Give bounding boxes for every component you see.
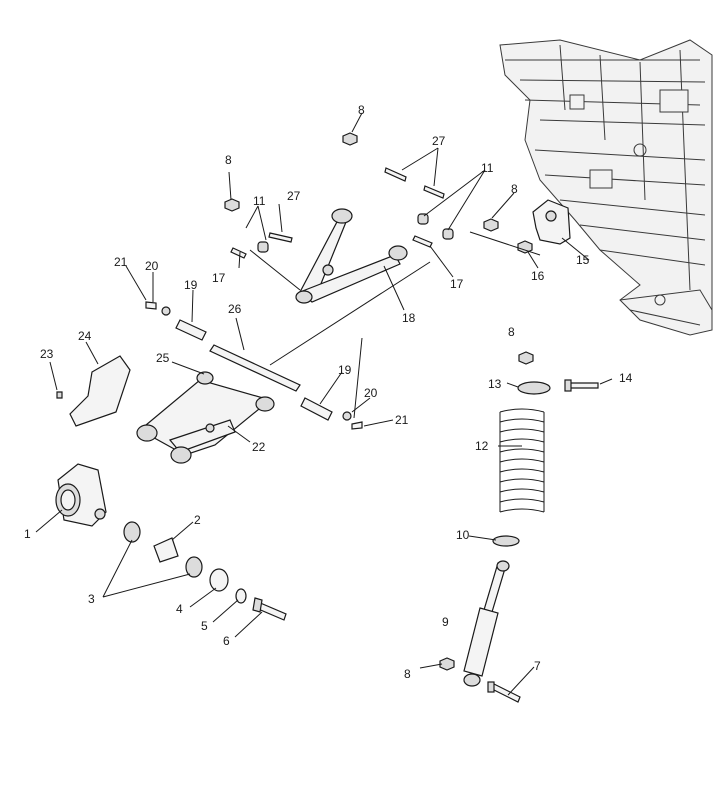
callout-25: 25 — [156, 351, 170, 365]
callout-27-right: 27 — [432, 134, 446, 148]
part-4-washer — [209, 568, 229, 592]
part-14-bolt — [564, 379, 599, 392]
callout-7: 7 — [534, 659, 541, 673]
callout-19-right: 19 — [338, 363, 352, 377]
callout-2: 2 — [194, 513, 201, 527]
callout-9: 9 — [442, 615, 449, 629]
callout-16: 16 — [531, 269, 545, 283]
part-22-lower-a-arm — [136, 371, 275, 464]
part-24-guard — [69, 355, 131, 427]
callout-20-right: 20 — [364, 386, 378, 400]
callout-11-right: 11 — [481, 161, 494, 175]
part-8-nut-shock-top — [518, 351, 534, 365]
callout-20-left: 20 — [145, 259, 159, 273]
part-1-knuckle — [55, 463, 107, 527]
callout-13: 13 — [488, 377, 502, 391]
callout-15: 15 — [576, 253, 590, 267]
vehicle-frame — [499, 39, 713, 336]
part-21-bolts — [145, 301, 363, 430]
callout-11-left: 11 — [253, 194, 266, 208]
callout-4: 4 — [176, 602, 183, 616]
callout-21-right: 21 — [395, 413, 409, 427]
part-19-sleeves — [175, 319, 333, 421]
part-3-bushings — [123, 521, 203, 578]
part-5-washer — [235, 588, 247, 604]
part-12-spring — [499, 408, 545, 513]
callout-18: 18 — [402, 311, 416, 325]
part-16-nut — [517, 240, 533, 254]
callout-26: 26 — [228, 302, 242, 316]
callout-19-left: 19 — [184, 278, 198, 292]
part-18-upper-a-arm — [295, 208, 408, 304]
callout-1: 1 — [24, 527, 31, 541]
part-8-nut-shock-bottom — [439, 657, 455, 671]
part-9-shock-body — [463, 560, 510, 687]
callout-6: 6 — [223, 634, 230, 648]
part-11-bushings — [257, 213, 454, 253]
callout-24: 24 — [78, 329, 92, 343]
callout-5: 5 — [201, 619, 208, 633]
callout-labels: 1 2 3 4 5 6 7 8 8 8 8 8 9 10 11 11 12 13… — [24, 103, 633, 681]
callout-8-shock-top: 8 — [508, 325, 515, 339]
part-17-pins — [230, 235, 433, 259]
part-8-nuts-top — [224, 132, 358, 212]
callout-23: 23 — [40, 347, 54, 361]
callout-8-shock-bottom: 8 — [404, 667, 411, 681]
callout-8-right: 8 — [511, 182, 518, 196]
callout-17-left: 17 — [212, 271, 226, 285]
part-15-bracket — [532, 199, 571, 245]
part-2-sleeve — [153, 537, 179, 563]
callout-14: 14 — [619, 371, 633, 385]
part-23-screw — [56, 391, 63, 399]
part-20-washers — [161, 306, 352, 421]
part-6-bolt — [252, 597, 287, 621]
callout-8-top-left: 8 — [225, 153, 232, 167]
callout-12: 12 — [475, 439, 489, 453]
callout-22: 22 — [252, 440, 266, 454]
callout-17-right: 17 — [450, 277, 464, 291]
callout-3: 3 — [88, 592, 95, 606]
callout-27-left: 27 — [287, 189, 301, 203]
callout-8-top-center: 8 — [358, 103, 365, 117]
part-8-nut-d — [483, 218, 499, 232]
part-27-bolts — [268, 167, 445, 243]
leader-lines — [35, 112, 613, 696]
part-7-bolt — [487, 681, 521, 703]
part-10-retainer — [492, 535, 520, 547]
part-13-spring-seat — [517, 381, 551, 395]
callout-21-left: 21 — [114, 255, 128, 269]
part-26-shaft — [209, 344, 301, 392]
callout-10: 10 — [456, 528, 470, 542]
